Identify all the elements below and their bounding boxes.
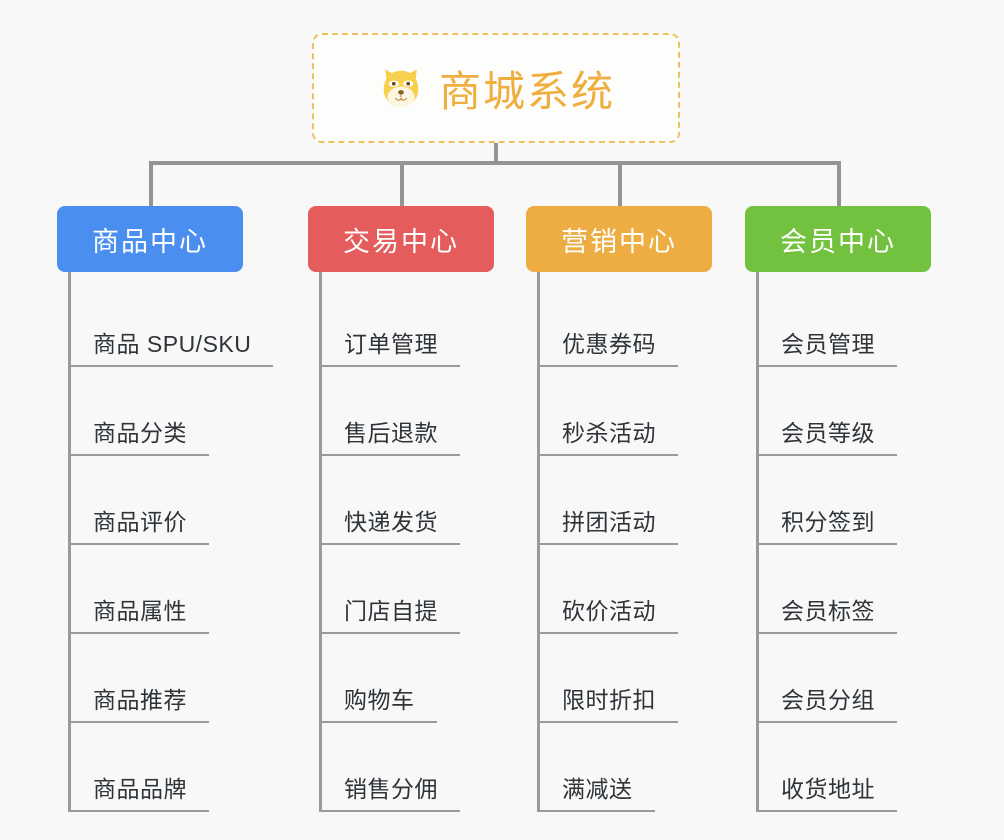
root-title: 商城系统 — [438, 67, 615, 115]
category-title: 商品中心 — [92, 226, 208, 257]
list-item[interactable]: 满减送 — [540, 723, 712, 812]
leaf-label: 商品评价 — [93, 509, 187, 535]
category-title: 交易中心 — [343, 226, 459, 257]
list-item[interactable]: 商品 SPU/SKU — [71, 278, 274, 367]
list-item[interactable]: 订单管理 — [322, 278, 494, 367]
column-trade-center: 交易中心 订单管理 售后退款 快递发货 门店自提 购物车 销售分佣 — [308, 206, 494, 812]
leaf-label: 限时折扣 — [562, 687, 656, 713]
leaf-label: 会员分组 — [781, 687, 875, 713]
category-header-member-center[interactable]: 会员中心 — [745, 206, 931, 272]
list-item[interactable]: 优惠券码 — [540, 278, 712, 367]
leaf-label: 秒杀活动 — [562, 420, 656, 446]
drop-connector-3 — [618, 161, 622, 206]
category-title: 会员中心 — [780, 226, 896, 257]
leaf-label: 会员等级 — [781, 420, 875, 446]
leaf-label: 会员标签 — [781, 598, 875, 624]
leaf-label: 会员管理 — [781, 331, 875, 357]
category-header-trade-center[interactable]: 交易中心 — [308, 206, 494, 272]
list-item[interactable]: 拼团活动 — [540, 456, 712, 545]
leaf-label: 商品分类 — [93, 420, 187, 446]
column-product-center: 商品中心 商品 SPU/SKU 商品分类 商品评价 商品属性 商品推荐 商品品牌 — [57, 206, 274, 812]
leaf-label: 购物车 — [344, 687, 415, 713]
leaf-label: 销售分佣 — [344, 776, 438, 802]
leaf-label: 积分签到 — [781, 509, 875, 535]
leaf-label: 商品推荐 — [93, 687, 187, 713]
leaf-label: 商品 SPU/SKU — [93, 331, 252, 357]
list-item[interactable]: 砍价活动 — [540, 545, 712, 634]
category-header-product-center[interactable]: 商品中心 — [57, 206, 243, 272]
list-item[interactable]: 售后退款 — [322, 367, 494, 456]
drop-connector-1 — [149, 161, 153, 206]
leaf-label: 门店自提 — [344, 598, 438, 624]
list-item[interactable]: 会员等级 — [759, 367, 931, 456]
list-item[interactable]: 商品推荐 — [71, 634, 243, 723]
column-member-center: 会员中心 会员管理 会员等级 积分签到 会员标签 会员分组 收货地址 — [745, 206, 931, 812]
leaf-list-product-center: 商品 SPU/SKU 商品分类 商品评价 商品属性 商品推荐 商品品牌 — [68, 272, 274, 812]
leaf-label: 收货地址 — [781, 776, 875, 802]
leaf-label: 商品品牌 — [93, 776, 187, 802]
leaf-label: 售后退款 — [344, 420, 438, 446]
leaf-label: 砍价活动 — [562, 598, 656, 624]
horizontal-bus-connector — [149, 161, 839, 165]
list-item[interactable]: 限时折扣 — [540, 634, 712, 723]
root-node[interactable]: 商城系统 — [312, 33, 680, 143]
list-item[interactable]: 会员管理 — [759, 278, 931, 367]
leaf-list-marketing-center: 优惠券码 秒杀活动 拼团活动 砍价活动 限时折扣 满减送 — [537, 272, 712, 812]
list-item[interactable]: 销售分佣 — [322, 723, 494, 812]
drop-connector-4 — [837, 161, 841, 206]
leaf-label: 订单管理 — [344, 331, 438, 357]
list-item[interactable]: 商品分类 — [71, 367, 243, 456]
list-item[interactable]: 购物车 — [322, 634, 494, 723]
dog-face-icon — [377, 64, 425, 112]
list-item[interactable]: 商品评价 — [71, 456, 243, 545]
list-item[interactable]: 快递发货 — [322, 456, 494, 545]
leaf-label: 快递发货 — [344, 509, 438, 535]
category-header-marketing-center[interactable]: 营销中心 — [526, 206, 712, 272]
list-item[interactable]: 秒杀活动 — [540, 367, 712, 456]
list-item[interactable]: 会员标签 — [759, 545, 931, 634]
leaf-list-member-center: 会员管理 会员等级 积分签到 会员标签 会员分组 收货地址 — [756, 272, 931, 812]
leaf-list-trade-center: 订单管理 售后退款 快递发货 门店自提 购物车 销售分佣 — [319, 272, 494, 812]
leaf-label: 拼团活动 — [562, 509, 656, 535]
list-item[interactable]: 会员分组 — [759, 634, 931, 723]
root-stem-connector — [494, 143, 498, 164]
list-item[interactable]: 积分签到 — [759, 456, 931, 545]
list-item[interactable]: 门店自提 — [322, 545, 494, 634]
list-item[interactable]: 收货地址 — [759, 723, 931, 812]
leaf-label: 商品属性 — [93, 598, 187, 624]
leaf-label: 满减送 — [562, 776, 633, 802]
column-marketing-center: 营销中心 优惠券码 秒杀活动 拼团活动 砍价活动 限时折扣 满减送 — [526, 206, 712, 812]
leaf-label: 优惠券码 — [562, 331, 656, 357]
list-item[interactable]: 商品属性 — [71, 545, 243, 634]
category-title: 营销中心 — [561, 226, 677, 257]
drop-connector-2 — [400, 161, 404, 206]
list-item[interactable]: 商品品牌 — [71, 723, 243, 812]
